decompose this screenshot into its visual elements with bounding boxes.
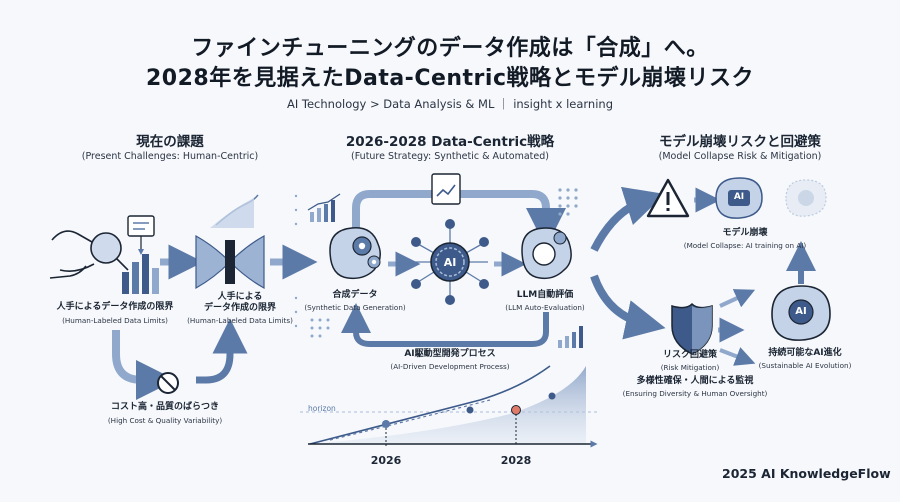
llm-brain-icon (521, 227, 572, 280)
document-icon (127, 215, 155, 255)
section-risk-subtitle: (Model Collapse Risk & Mitigation) (658, 151, 822, 162)
section-present-title: 現在の課題 (136, 134, 204, 150)
cost-label: コスト高・品質のばらつき (110, 402, 219, 412)
bar-chart-icon (122, 254, 159, 294)
loop-arrow-down (112, 330, 176, 400)
dot-grid-left (294, 194, 298, 328)
ai-dev-label: AI駆動型開発プロセス (404, 349, 496, 359)
breadcrumb: AI Technology > Data Analysis & ML ｜ ins… (287, 97, 613, 111)
cost-sub: (High Cost & Quality Variability) (107, 416, 223, 425)
llm-eval-label: LLM自動評価 (516, 290, 574, 300)
ai-network-core (411, 219, 489, 305)
dot-grid-center-bottom (310, 318, 330, 338)
diversity-sub: (Ensuring Diversity & Human Oversight) (622, 389, 768, 398)
mitigation-label: リスク回避策 (662, 350, 717, 360)
ai-brain-top-label: AI (733, 192, 745, 202)
section-future-subtitle: (Future Strategy: Synthetic & Automated) (351, 151, 549, 162)
synthetic-brain-icon (329, 227, 381, 280)
faded-brain-icon (785, 179, 827, 217)
loop-arrow-up (196, 318, 248, 384)
chart-document-icon (431, 173, 461, 205)
section-present-subtitle: (Present Challenges: Human-Centric) (81, 151, 259, 162)
timeline-year-2026: 2026 (370, 454, 402, 467)
footer-brand: 2025 AI KnowledgeFlow (722, 466, 891, 481)
prohibited-icon (157, 372, 179, 394)
sustainable-label: 持続可能なAI進化 (768, 348, 842, 358)
magnifier-hand-icon (49, 230, 129, 279)
bottleneck-sub: (Human-Labeled Data Limits) (187, 316, 293, 325)
arrow-to-collapse (590, 186, 666, 252)
collapse-sub: (Model Collapse: AI training on AI) (683, 241, 807, 250)
collapse-label: モデル崩壊 (722, 228, 768, 238)
mini-bar-chart-right-icon (558, 326, 583, 348)
bottleneck-label-1: 人手による (217, 292, 263, 302)
ai-sustainable-brain-icon (771, 285, 831, 341)
synthetic-sub: (Synthetic Data Generation) (304, 303, 406, 312)
bottleneck-funnel-icon (195, 194, 265, 290)
timeline-chart (300, 365, 600, 448)
ai-core-label: AI (443, 256, 457, 269)
warning-icon (646, 178, 690, 218)
llm-eval-sub: (LLM Auto-Evaluation) (505, 303, 585, 312)
ai-brain-collapse-icon (715, 177, 763, 219)
bottleneck-label-2: データ作成の限界 (203, 303, 276, 313)
timeline-year-2028: 2028 (500, 454, 532, 467)
mini-bar-chart-icon (307, 193, 341, 222)
human-limits-sub: (Human-Labeled Data Limits) (62, 316, 168, 325)
section-future-title: 2026-2028 Data-Centric戦略 (345, 134, 555, 150)
page-title-line1: ファインチューニングのデータ作成は「合成」へ。 (191, 36, 709, 61)
ai-dev-sub: (AI-Driven Development Process) (390, 362, 510, 371)
arrow-bottom-right (719, 347, 756, 366)
sustainable-sub: (Sustainable AI Evolution) (758, 361, 852, 370)
diversity-label: 多様性確保・人間による監視 (636, 376, 754, 386)
ai-brain-bottom-label: AI (795, 306, 807, 317)
dot-grid-center-top (558, 188, 578, 216)
section-risk-title: モデル崩壊リスクと回避策 (659, 134, 821, 150)
human-limits-label: 人手によるデータ作成の限界 (56, 302, 174, 312)
shield-icon (671, 302, 713, 355)
arrow-top-right (719, 289, 756, 308)
timeline-horizon-label: horizon (308, 404, 336, 413)
page-title-line2: 2028年を見据えたData-Centric戦略とモデル崩壊リスク (145, 66, 754, 91)
mitigation-sub: (Risk Mitigation) (660, 363, 720, 372)
arrow-to-mitigation (590, 274, 666, 340)
synthetic-label: 合成データ (332, 290, 378, 300)
bottom-loop-arrow (341, 303, 549, 347)
